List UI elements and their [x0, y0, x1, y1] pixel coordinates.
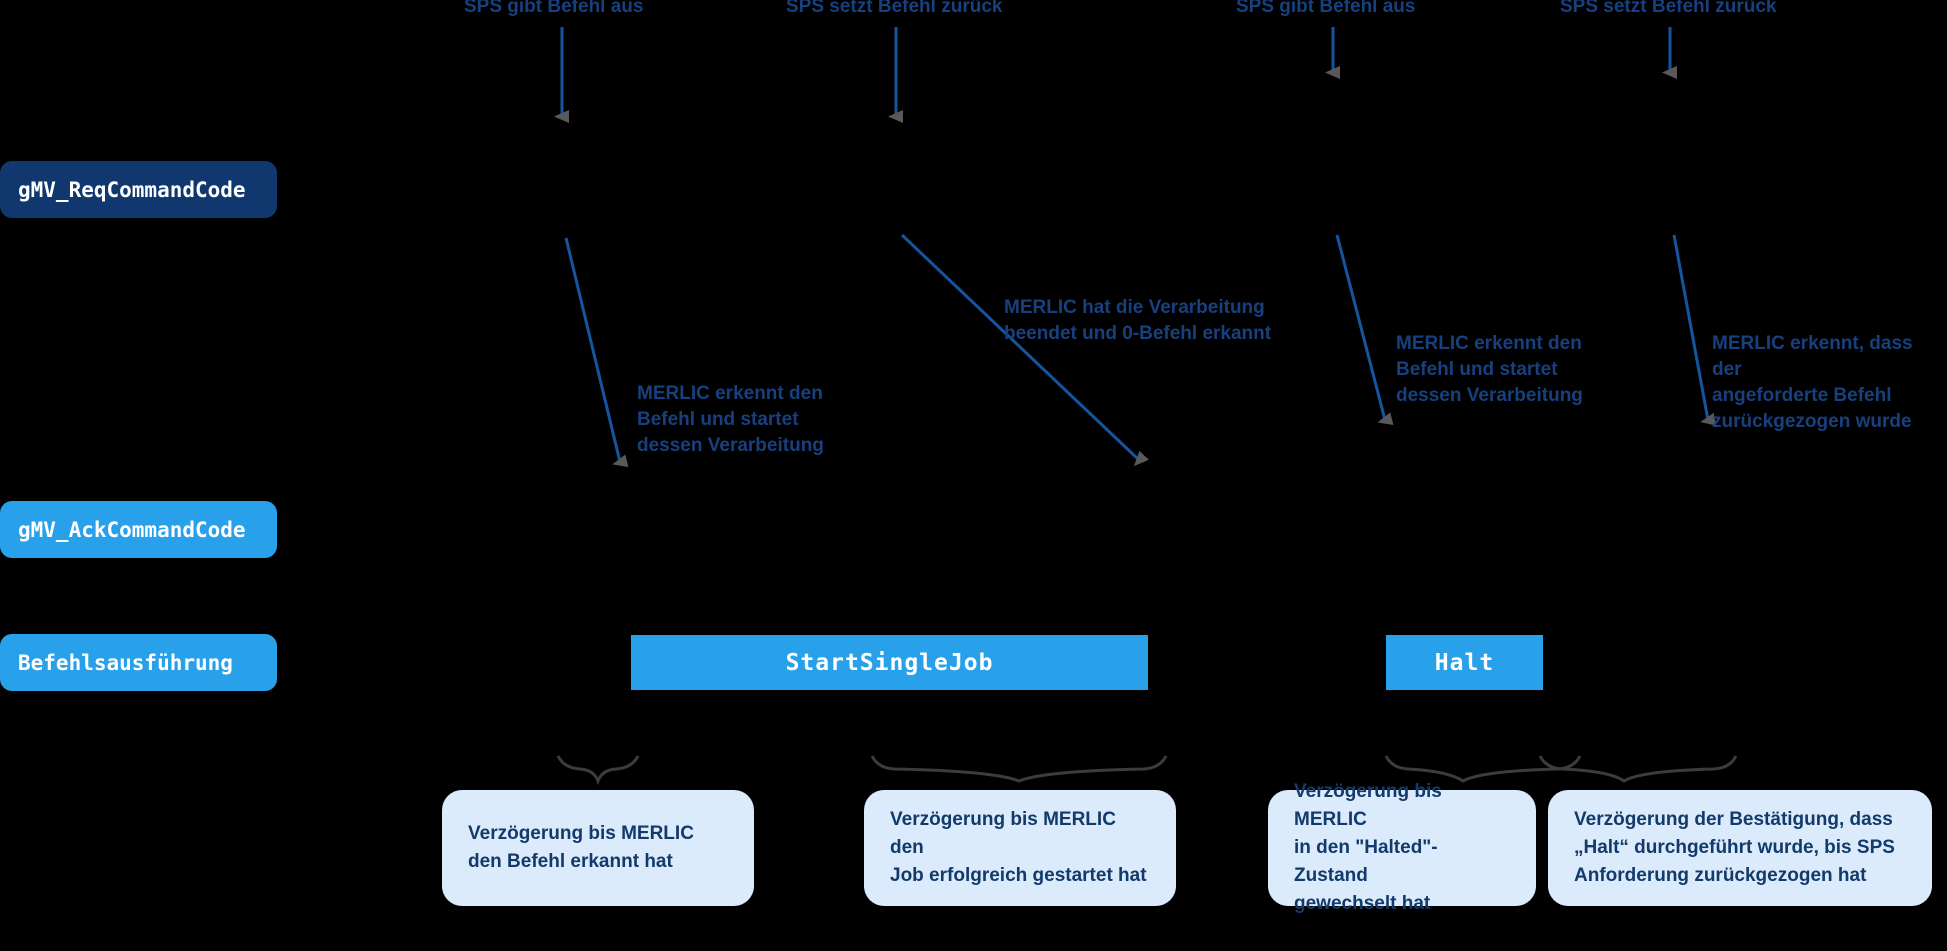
latency-caption-3: MERLIC erkennt den Befehl und startet de…	[1396, 333, 1583, 406]
brace-1	[556, 755, 640, 786]
latency-arrow-2	[900, 233, 1149, 467]
latency-caption-4: MERLIC erkennt, dass der angeforderte Be…	[1712, 333, 1913, 432]
signal-caption-1: SPS gibt Befehl aus	[464, 0, 644, 17]
note-callout-3: Verzögerung bis MERLIC in den "Halted"-Z…	[1268, 781, 1536, 914]
latency-arrow-3	[1335, 234, 1394, 426]
latency-arrow-4	[1672, 234, 1717, 426]
signal-caption-2: SPS setzt Befehl zurück	[786, 0, 1003, 17]
brace-4	[1538, 755, 1738, 783]
row-label-req-command-code[interactable]: gMV_ReqCommandCode	[0, 161, 277, 218]
signal-caption-4: SPS setzt Befehl zurück	[1560, 0, 1777, 17]
latency-caption-1: MERLIC erkennt den Befehl und startet de…	[637, 383, 824, 456]
row-label-ack-command-code[interactable]: gMV_AckCommandCode	[0, 501, 277, 558]
latency-caption-2: MERLIC hat die Verarbeitung beendet und …	[1004, 297, 1272, 344]
execution-bar-startsinglejob[interactable]: StartSingleJob	[631, 635, 1148, 690]
brace-2	[870, 755, 1168, 783]
signal-caption-3: SPS gibt Befehl aus	[1236, 0, 1416, 17]
note-callout-4: Verzögerung der Bestätigung, dass „Halt“…	[1548, 790, 1932, 906]
row-label-befehlsausfuehrung[interactable]: Befehlsausführung	[0, 634, 277, 691]
execution-bar-halt[interactable]: Halt	[1386, 635, 1543, 690]
latency-arrow-1	[564, 237, 629, 468]
note-callout-2: Verzögerung bis MERLIC den Job erfolgrei…	[864, 790, 1176, 906]
note-callout-1: Verzögerung bis MERLIC den Befehl erkann…	[442, 790, 754, 906]
